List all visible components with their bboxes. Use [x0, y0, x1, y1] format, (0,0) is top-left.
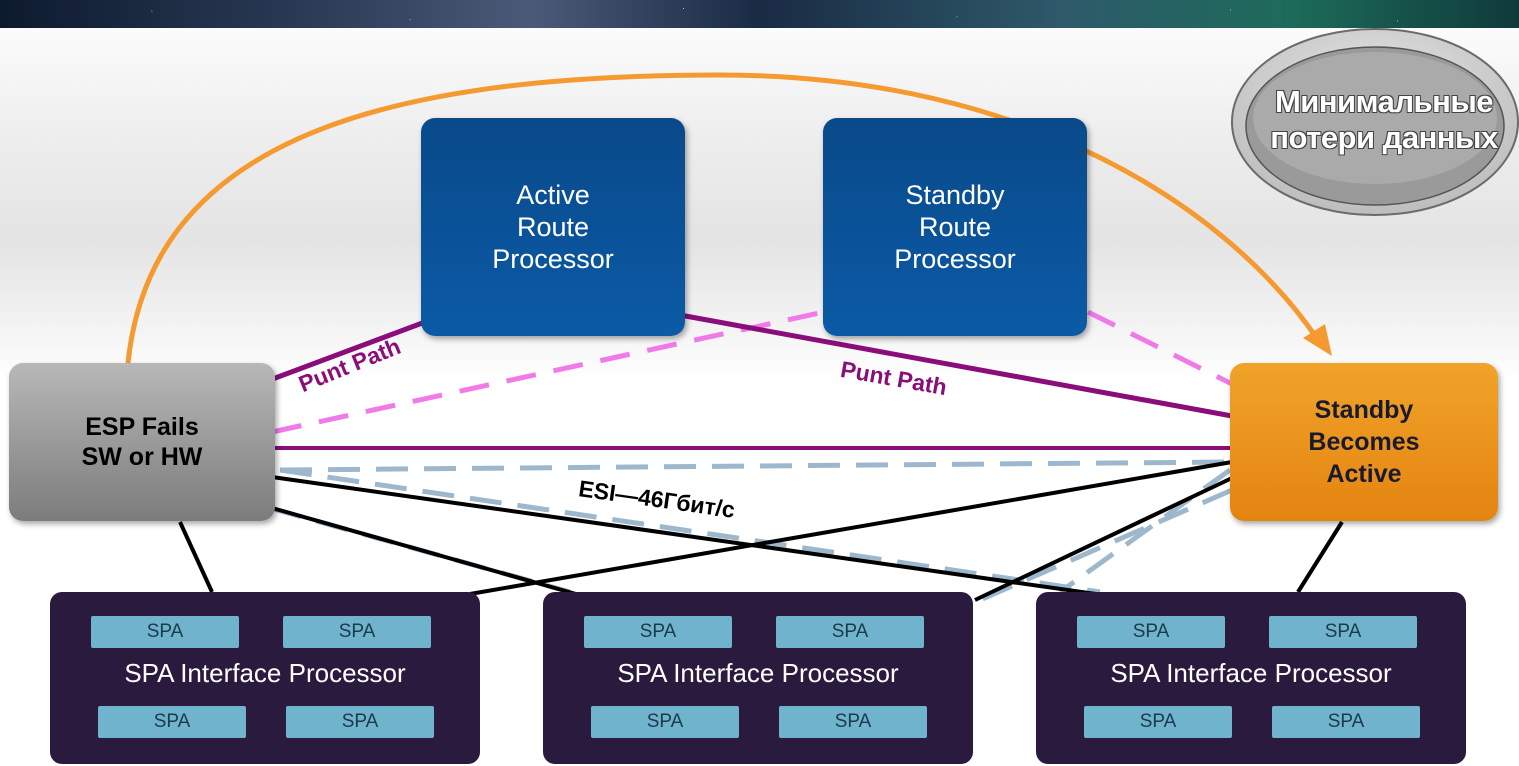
- spa-interface-processor-3: SPA SPA SPA Interface Processor SPA SPA: [1036, 592, 1466, 764]
- standby-esi-link-3: [1058, 467, 1232, 595]
- spa-slot: SPA: [776, 616, 924, 648]
- spa-slot: SPA: [779, 706, 927, 738]
- esi-link-2: [271, 506, 577, 596]
- standby-esp: Standby Becomes Active: [1230, 363, 1498, 521]
- spa-slot: SPA: [283, 616, 431, 648]
- spa-slot: SPA: [98, 706, 246, 738]
- failover-arrow: [125, 72, 1321, 364]
- badge-text: Минимальные потери данных: [1270, 84, 1498, 155]
- spa-slot: SPA: [591, 706, 739, 738]
- sip-title: SPA Interface Processor: [124, 658, 406, 688]
- failover-arrowhead: [1303, 324, 1332, 356]
- sip-title: SPA Interface Processor: [617, 658, 899, 688]
- esi-link-3: [469, 460, 1233, 596]
- spa-slot: SPA: [1272, 706, 1420, 738]
- failed-esp: ESP Fails SW or HW: [9, 363, 275, 521]
- esi-link-4: [974, 476, 1233, 602]
- esi-link-6: [1296, 520, 1344, 594]
- active-route-processor: Active Route Processor: [421, 118, 685, 336]
- punt-path-left: [269, 319, 426, 383]
- header-banner: [0, 0, 1519, 28]
- standby-punt-path-right: [1086, 309, 1234, 387]
- spa-slot: SPA: [584, 616, 732, 648]
- punt-path-right: [679, 312, 1233, 419]
- standby-esi-link-1: [279, 459, 1231, 473]
- spa-slot: SPA: [286, 706, 434, 738]
- spa-interface-processor-2: SPA SPA SPA Interface Processor SPA SPA: [543, 592, 973, 764]
- spa-slot: SPA: [1077, 616, 1225, 648]
- spa-slot: SPA: [1269, 616, 1417, 648]
- esi-link-5: [178, 521, 214, 593]
- spa-slot: SPA: [1084, 706, 1232, 738]
- data-loss-badge: [1231, 28, 1519, 216]
- standby-route-processor: Standby Route Processor: [823, 118, 1087, 336]
- sip-title: SPA Interface Processor: [1110, 658, 1392, 688]
- spa-interface-processor-1: SPA SPA SPA Interface Processor SPA SPA: [50, 592, 480, 764]
- spa-slot: SPA: [91, 616, 239, 648]
- standby-esi-link-2: [279, 467, 1101, 595]
- esi-link-1: [271, 475, 1111, 598]
